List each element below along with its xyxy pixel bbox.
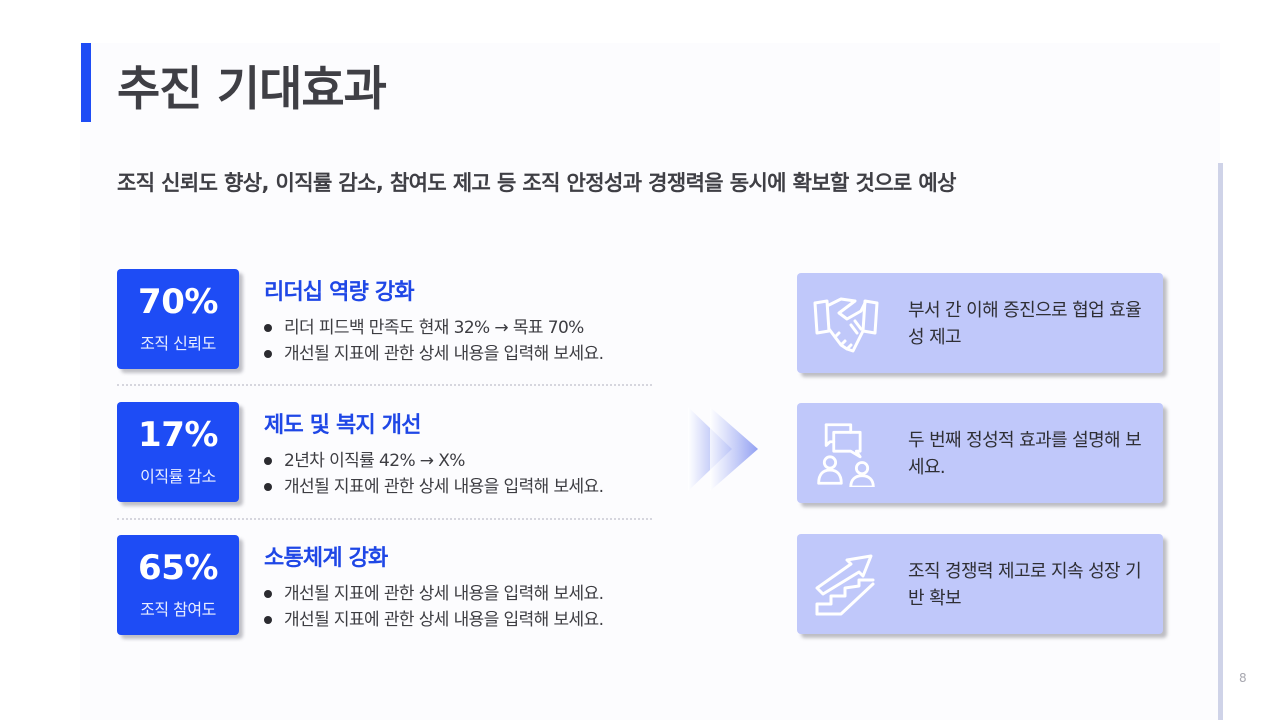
metric-heading: 리더십 역량 강화 bbox=[264, 280, 415, 305]
stat-label: 조직 신뢰도 bbox=[140, 333, 216, 353]
stat-value: 65% bbox=[138, 548, 218, 589]
metric-heading: 소통체계 강화 bbox=[264, 546, 388, 571]
bullet-item: 개선될 지표에 관한 상세 내용을 입력해 보세요. bbox=[264, 341, 604, 367]
double-chevron-right-icon bbox=[688, 407, 758, 491]
bullet-item: 리더 피드백 만족도 현재 32% → 목표 70% bbox=[264, 315, 603, 341]
stat-label: 조직 참여도 bbox=[140, 599, 216, 619]
page-title: 추진 기대효과 bbox=[117, 62, 387, 117]
stat-value: 17% bbox=[138, 415, 218, 456]
stat-box: 65% 조직 참여도 bbox=[117, 535, 239, 635]
effect-text: 조직 경쟁력 제고로 지속 성장 기반 확보 bbox=[908, 561, 1142, 609]
page-subtitle: 조직 신뢰도 향상, 이직률 감소, 참여도 제고 등 조직 안정성과 경쟁력을… bbox=[117, 171, 956, 195]
people-chat-icon bbox=[817, 423, 875, 487]
stat-label: 이직률 감소 bbox=[140, 466, 216, 486]
title-accent-bar bbox=[81, 43, 91, 122]
handshake-icon bbox=[813, 297, 879, 353]
bullet-item: 개선될 지표에 관한 상세 내용을 입력해 보세요. bbox=[264, 581, 604, 607]
dotted-separator bbox=[117, 384, 652, 386]
stat-value: 70% bbox=[138, 282, 218, 323]
right-divider bbox=[1218, 163, 1223, 720]
effect-text: 부서 간 이해 증진으로 협업 효율성 제고 bbox=[908, 300, 1142, 348]
metric-row-welfare: 17% 이직률 감소 제도 및 복지 개선 2년차 이직률 42% → X% 개… bbox=[117, 402, 657, 502]
metric-bullets: 2년차 이직률 42% → X% 개선될 지표에 관한 상세 내용을 입력해 보… bbox=[264, 448, 604, 500]
dotted-separator bbox=[117, 518, 652, 520]
page-number: 8 bbox=[1239, 671, 1247, 685]
metric-row-leadership: 70% 조직 신뢰도 리더십 역량 강화 리더 피드백 만족도 현재 32% →… bbox=[117, 269, 657, 369]
effect-card-qualitative: 두 번째 정성적 효과를 설명해 보세요. bbox=[797, 403, 1163, 503]
bullet-item: 2년차 이직률 42% → X% bbox=[264, 448, 603, 474]
bullet-item: 개선될 지표에 관한 상세 내용을 입력해 보세요. bbox=[264, 474, 604, 500]
effect-card-collaboration: 부서 간 이해 증진으로 협업 효율성 제고 bbox=[797, 273, 1163, 373]
effect-text: 두 번째 정성적 효과를 설명해 보세요. bbox=[908, 430, 1142, 478]
metric-bullets: 개선될 지표에 관한 상세 내용을 입력해 보세요. 개선될 지표에 관한 상세… bbox=[264, 581, 604, 633]
stat-box: 70% 조직 신뢰도 bbox=[117, 269, 239, 369]
effect-card-growth: 조직 경쟁력 제고로 지속 성장 기반 확보 bbox=[797, 534, 1163, 634]
metric-row-communication: 65% 조직 참여도 소통체계 강화 개선될 지표에 관한 상세 내용을 입력해… bbox=[117, 535, 657, 635]
stairs-growth-icon bbox=[815, 554, 875, 616]
stat-box: 17% 이직률 감소 bbox=[117, 402, 239, 502]
metric-bullets: 리더 피드백 만족도 현재 32% → 목표 70% 개선될 지표에 관한 상세… bbox=[264, 315, 604, 367]
bullet-item: 개선될 지표에 관한 상세 내용을 입력해 보세요. bbox=[264, 607, 604, 633]
metric-heading: 제도 및 복지 개선 bbox=[264, 413, 421, 438]
